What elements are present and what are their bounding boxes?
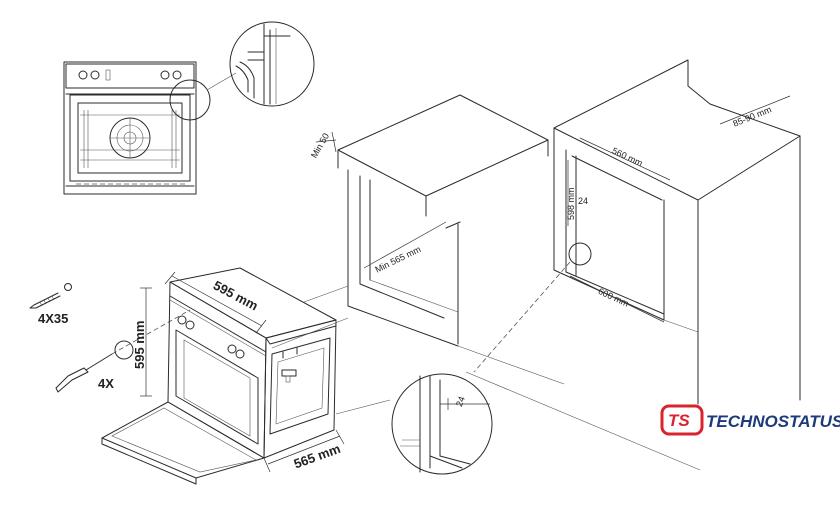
detail-gap-label: 24 [454,395,467,408]
logo-mark-icon [660,404,704,436]
screw-count-label: 4X [98,376,114,391]
logo-mark-text: TS [668,411,690,430]
niche-depth-dim [569,275,665,323]
niche-detail-circle [568,242,592,266]
cabinet-housing [271,94,549,349]
oven-isometric [101,267,337,485]
oven-height-label: 595 mm [132,321,147,369]
oven-depth-label: 565 mm [292,441,343,472]
oven-front-view [63,61,237,195]
column-gap-dim [719,95,791,125]
detail-zoom-top [229,21,315,107]
column-cabinet [553,59,801,405]
niche-side-label: 24 [578,196,588,206]
brand-name: TECHNOSTATUS [706,412,840,431]
guide-lines [335,319,701,471]
niche-height-label: 598 mm [566,187,576,220]
oven-width-label: 595 mm [211,277,261,313]
detail-leader [473,261,571,373]
min-depth-label: Min 565 mm [373,244,422,275]
oven-depth-dim [263,429,345,473]
oven-width-dim [164,271,267,334]
niche-depth-label: 600 mm [597,286,631,309]
oven-height-dim [140,287,152,397]
column-gap-label: 85-90 mm [731,104,772,128]
min-gap-dim [315,131,337,153]
screw-size-label: 4X35 [38,311,68,326]
technostatus-logo: TS TECHNOSTATUS [660,404,840,436]
detail-zoom-bottom [391,373,493,475]
screwdriver-icon [55,309,191,393]
screw-icon [29,283,72,309]
min-gap-label: Min 50 [309,131,331,159]
